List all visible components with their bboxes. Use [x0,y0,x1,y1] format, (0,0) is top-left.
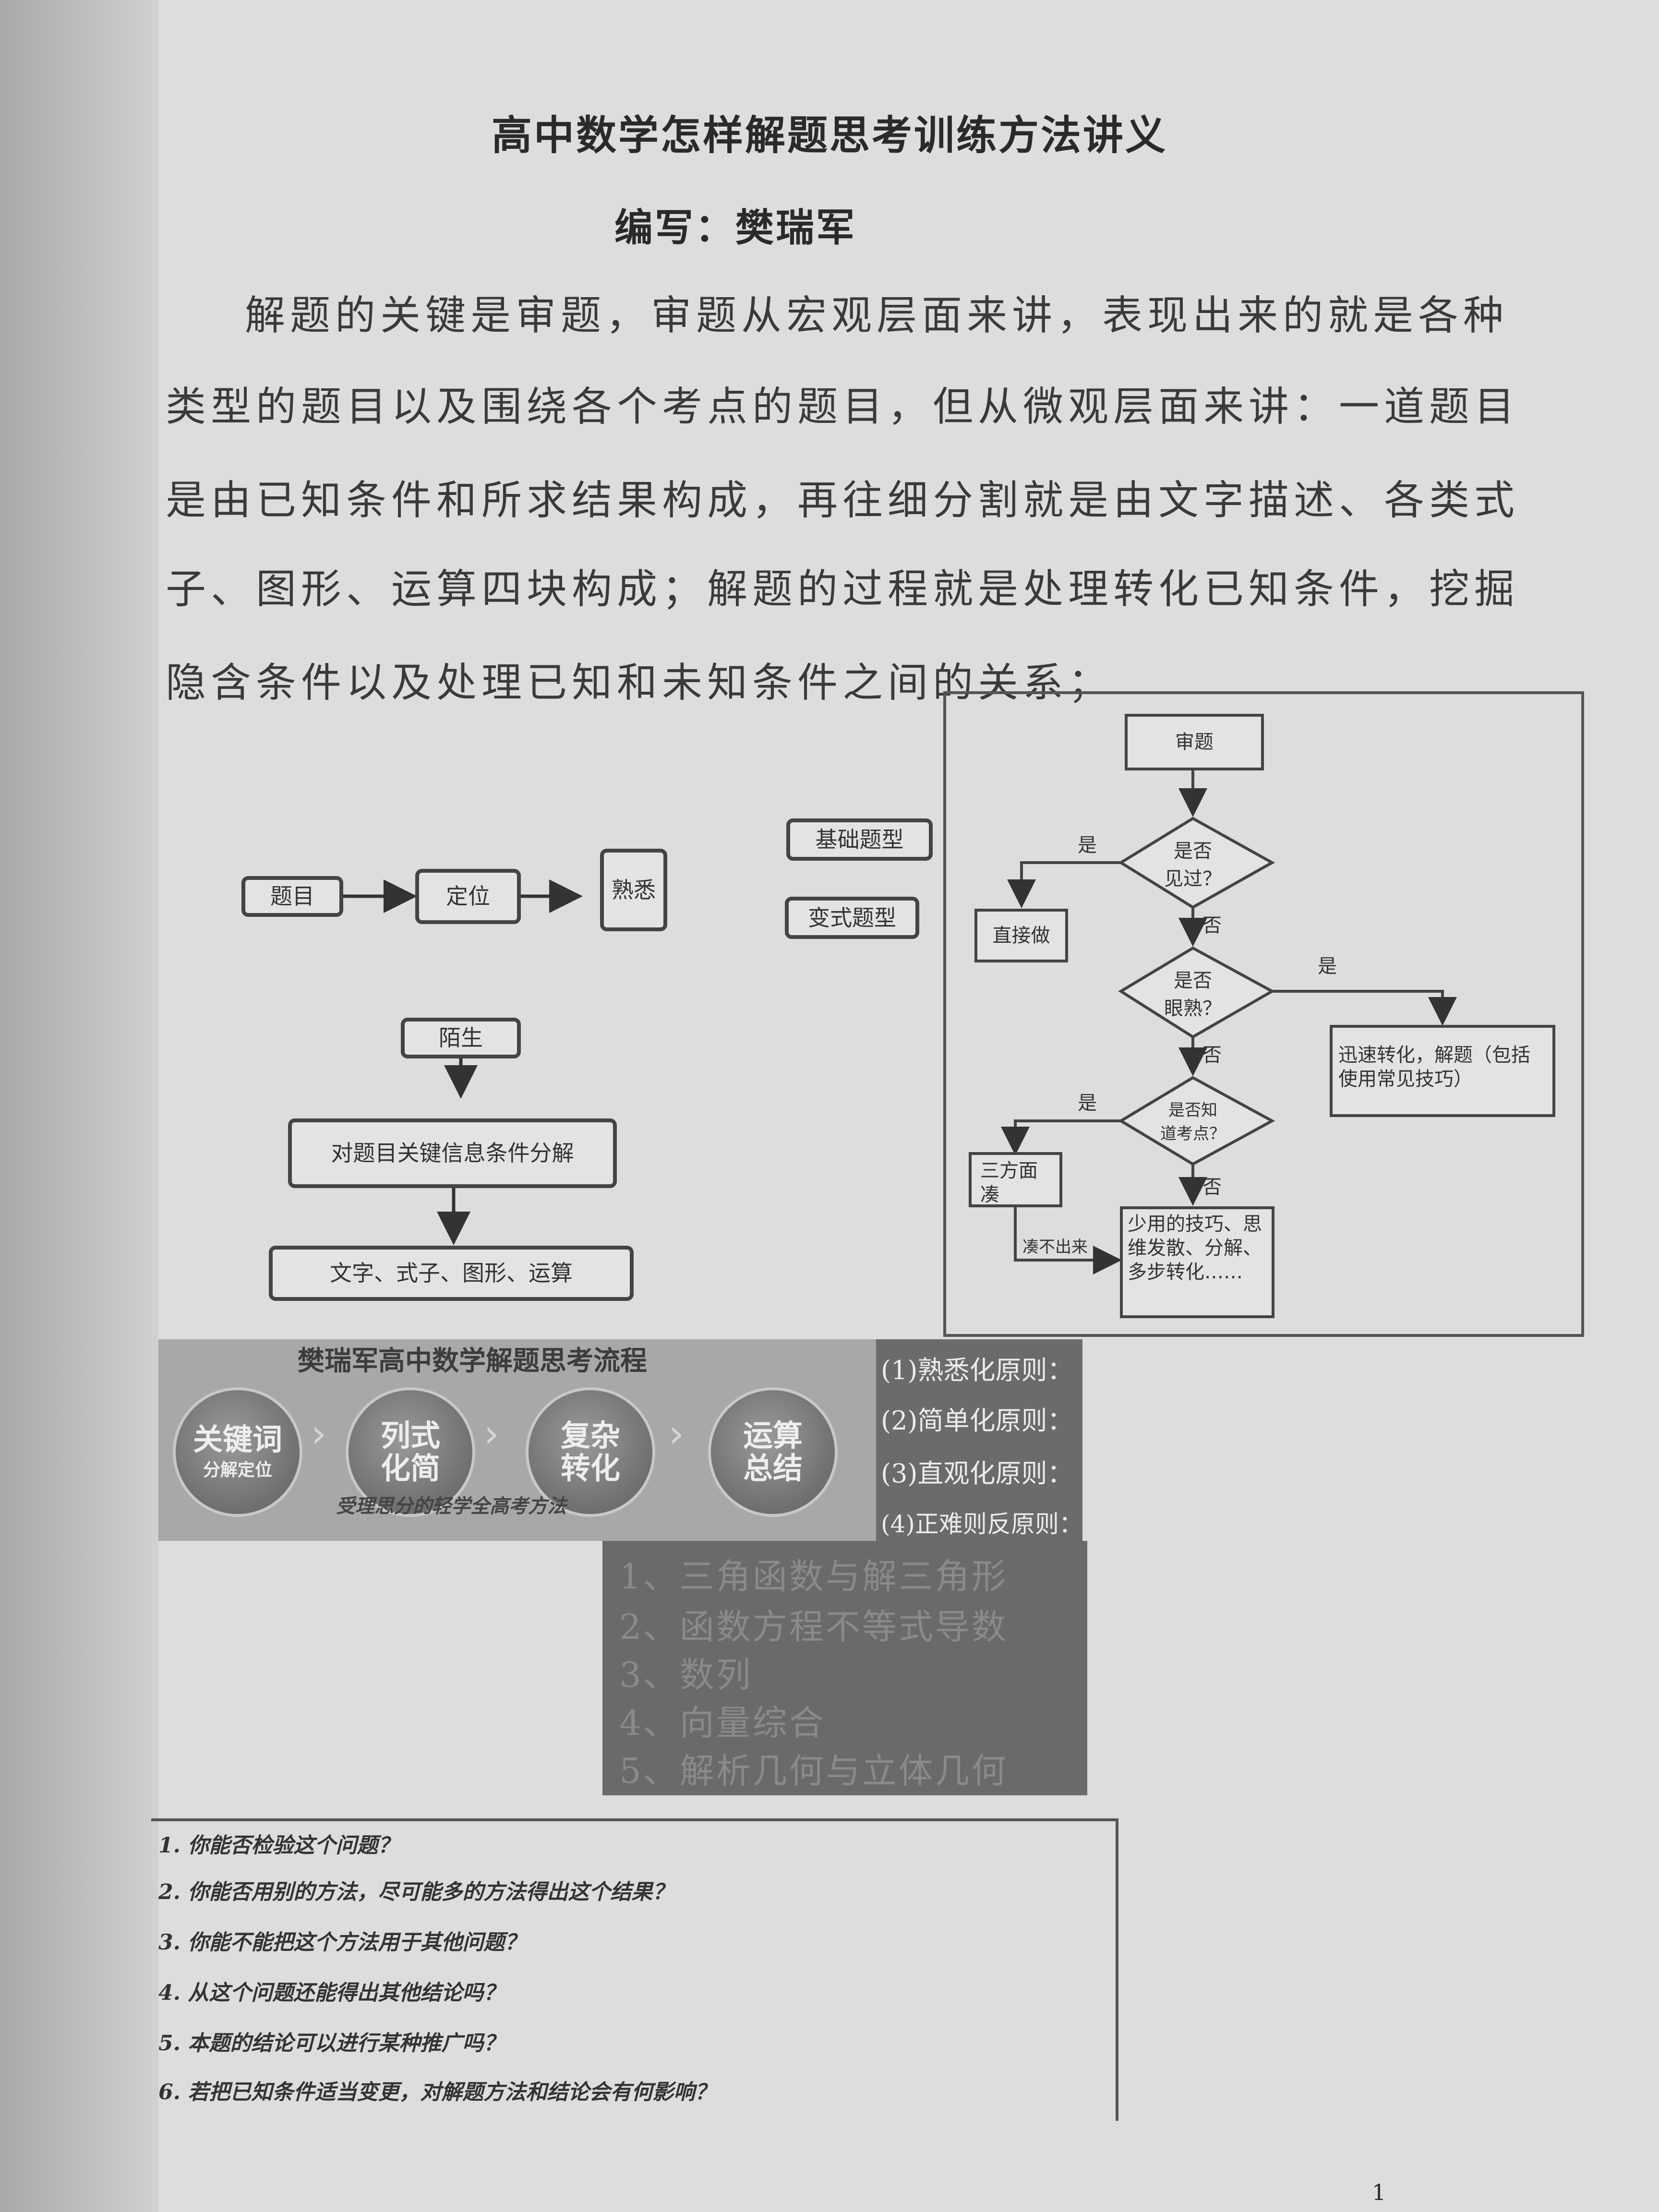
process-step-2-label: 列式 化简 [380,1418,440,1486]
flow-node-sanfang: 三方面 凑 [969,1152,1062,1207]
paragraph-line: 类型的题目以及围绕各个考点的题目，但从微观层面来讲：一道题目 [166,383,1520,430]
topic-item: 1、三角函数与解三角形 [619,1556,1008,1597]
principle-item: (2)简单化原则： [881,1406,1073,1436]
author-line: 编写：樊瑞军 [614,205,856,250]
chevron-right-icon: › [484,1411,499,1456]
no-label: 否 [1202,1176,1222,1198]
flow-node-dingwei: 定位 [415,869,521,924]
flow-node-moshen: 陌生 [401,1018,521,1058]
flow-node-zhijie: 直接做 [974,909,1068,962]
process-step-1-sub: 分解定位 [203,1460,272,1480]
banner-caption: 受理思分的轻学全高考方法 [336,1495,566,1517]
page-number: 1 [1372,2179,1386,2205]
flow-node-shuxi: 熟悉 [600,849,667,931]
question-item: 2. 你能否用别的方法，尽可能多的方法得出这个结果？ [158,1880,674,1904]
chevron-right-icon: › [669,1411,684,1456]
question-item: 1. 你能否检验这个问题？ [158,1833,399,1858]
process-step-1-label: 关键词 [192,1421,282,1457]
question-item: 5. 本题的结论可以进行某种推广吗？ [158,2031,505,2056]
flow-node-timu: 题目 [241,876,343,917]
coubuchu-label: 凑不出来 [1022,1238,1088,1257]
page-gutter-shadow [0,0,158,2212]
flow-node-sikuai: 文字、式子、图形、运算 [269,1246,634,1301]
process-step-3-label: 复杂 转化 [560,1418,620,1486]
topic-item: 3、数列 [619,1655,753,1695]
process-step-2: 列式 化简 [346,1387,475,1517]
decision-jianguo: 是否 见过？ [1164,840,1222,890]
question-item: 6. 若把已知条件适当变更，对解题方法和结论会有何影响？ [158,2080,716,2104]
decision-yanshu: 是否 眼熟？ [1164,970,1222,1020]
type-bianshi: 变式题型 [785,897,919,939]
principles-panel [876,1339,1082,1541]
yes-label: 是 [1078,1092,1097,1114]
flow-node-fenjie: 对题目关键信息条件分解 [288,1118,617,1188]
principle-item: (3)直观化原则： [881,1458,1073,1489]
decision-kaodian: 是否知 道考点？ [1160,1101,1226,1143]
flow-node-shenti: 审题 [1125,714,1264,770]
decision-flowchart-frame [943,691,1584,1337]
question-item: 4. 从这个问题还能得出其他结论吗？ [158,1981,505,2005]
process-step-1: 关键词 分解定位 [173,1387,302,1517]
process-step-3: 复杂 转化 [526,1387,655,1517]
question-item: 3. 你能不能把这个方法用于其他问题？ [158,1930,526,1955]
yes-label: 是 [1318,955,1337,977]
paragraph-line: 是由已知条件和所求结果构成，再往细分割就是由文字描述、各类式 [166,477,1520,524]
chevron-right-icon: › [311,1411,326,1456]
flow-node-xunsu: 迅速转化，解题（包括使用常见技巧） [1330,1025,1555,1117]
questions-frame [151,1818,1118,2121]
document-title: 高中数学怎样解题思考训练方法讲义 [491,111,1167,159]
paragraph-line: 子、图形、运算四块构成；解题的过程就是处理转化已知条件，挖掘 [166,565,1520,613]
topic-item: 5、解析几何与立体几何 [619,1751,1008,1791]
no-label: 否 [1202,914,1222,937]
banner-title: 樊瑞军高中数学解题思考流程 [298,1346,647,1377]
type-jichu: 基础题型 [786,818,933,861]
topics-panel [602,1541,1087,1795]
process-step-4: 运算 总结 [708,1387,838,1517]
topic-item: 4、向量综合 [619,1703,826,1743]
paragraph-line: 隐含条件以及处理已知和未知条件之间的关系； [166,659,1114,706]
paragraph-line: 解题的关键是审题，审题从宏观层面来讲，表现出来的就是各种 [245,292,1509,339]
yes-label: 是 [1078,834,1097,856]
principle-item: (4)正难则反原则： [881,1510,1083,1538]
flow-node-shaoyong: 少用的技巧、思维发散、分解、多步转化…… [1120,1206,1274,1318]
process-step-4-label: 运算 总结 [743,1418,803,1486]
principle-item: (1)熟悉化原则： [881,1355,1073,1385]
topic-item: 2、函数方程不等式导数 [619,1607,1008,1647]
no-label: 否 [1202,1044,1222,1066]
